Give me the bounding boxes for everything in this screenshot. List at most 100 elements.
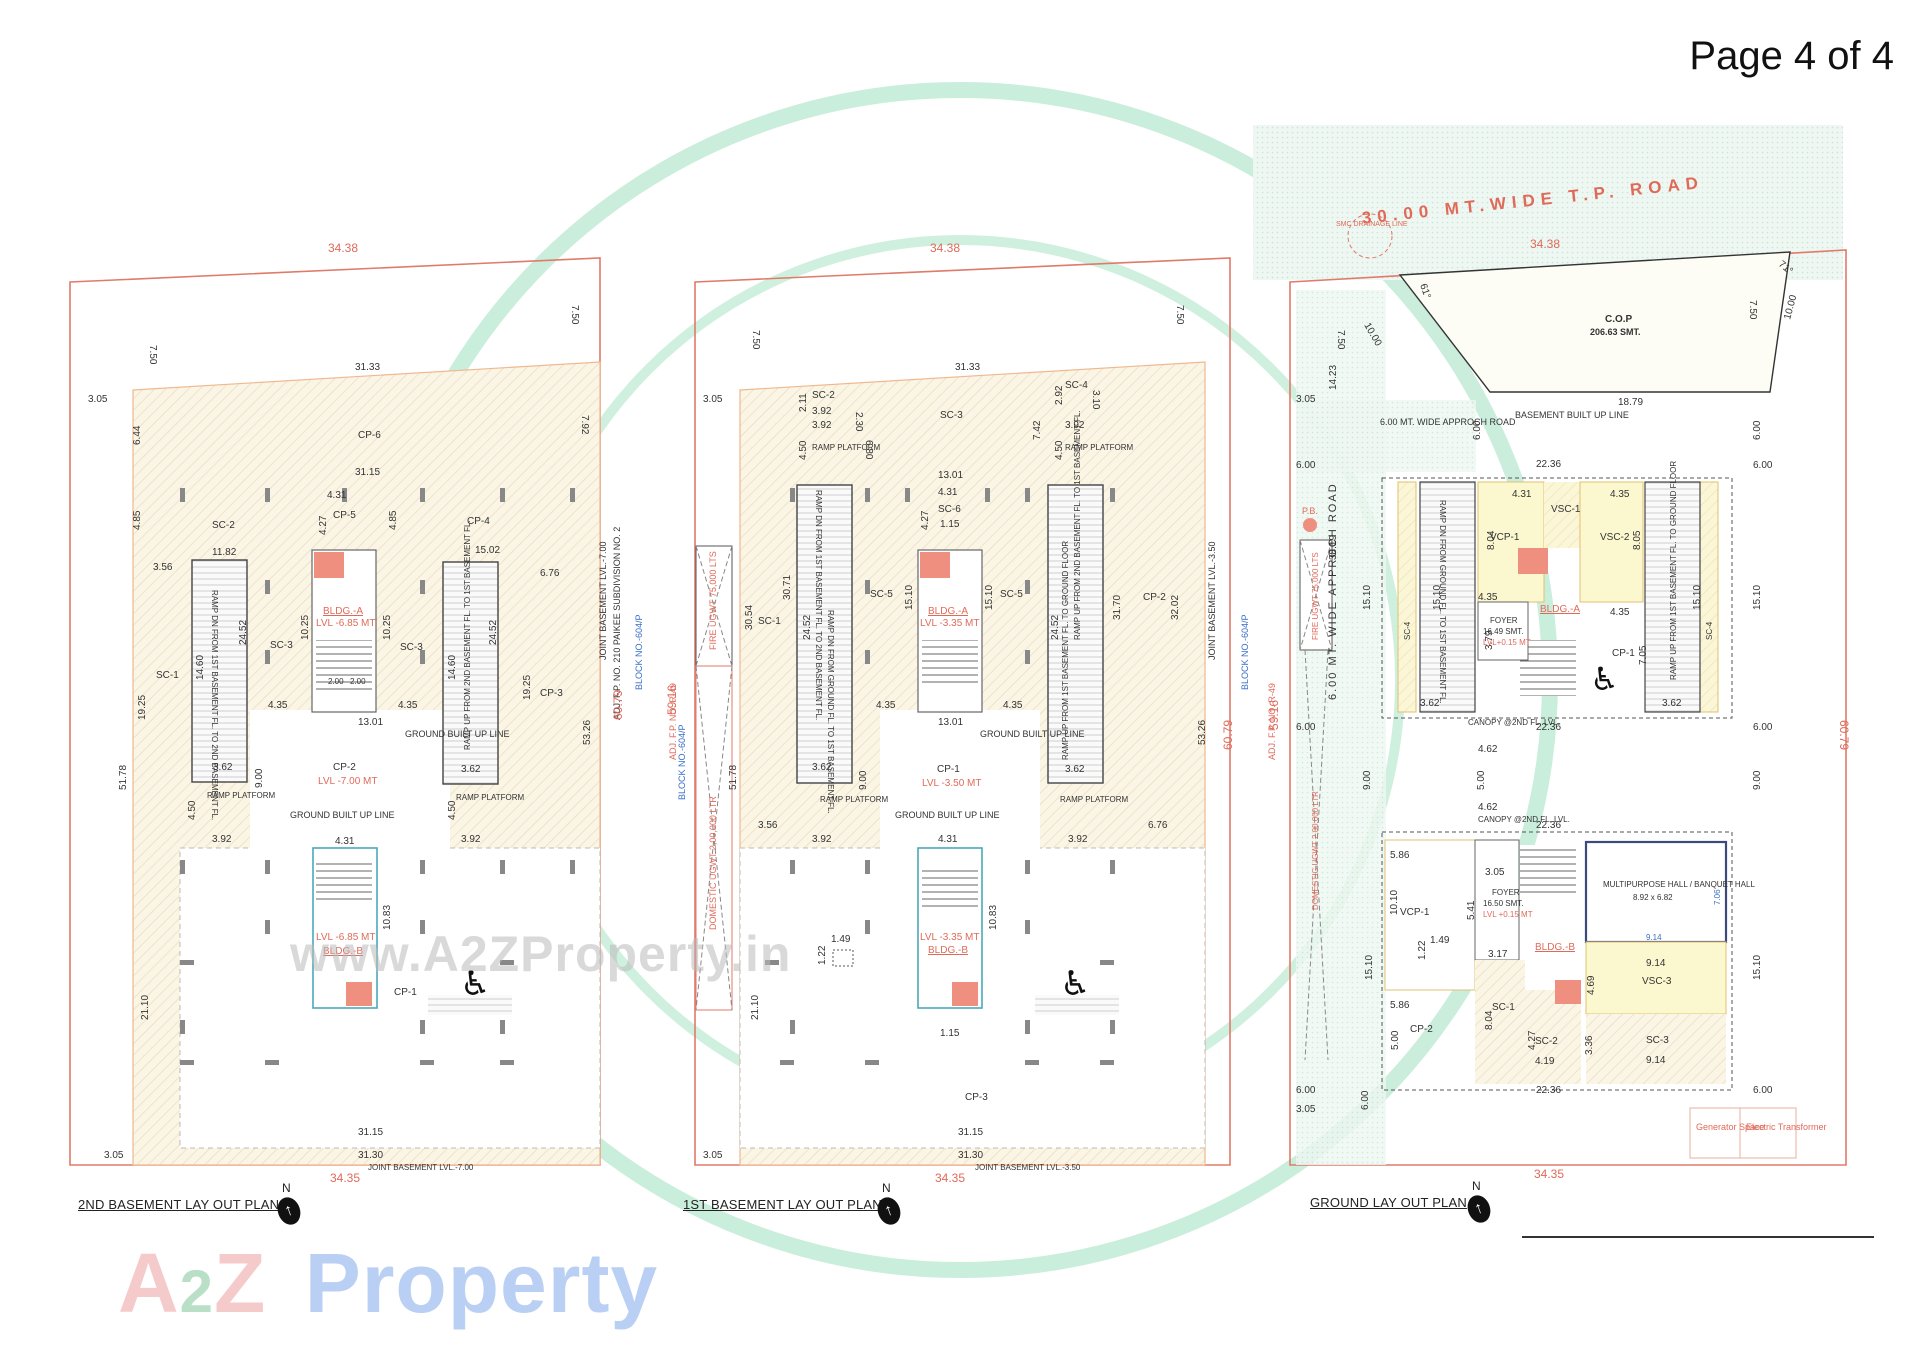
svg-text:3.36: 3.36 [1584,1035,1595,1055]
svg-text:MULTIPURPOSE HALL / BANQUET HA: MULTIPURPOSE HALL / BANQUET HALL [1603,880,1755,889]
svg-text:38.19: 38.19 [1328,535,1339,560]
svg-text:SC-5: SC-5 [1000,589,1023,600]
svg-text:VSC-2: VSC-2 [1600,532,1630,543]
svg-text:59.16: 59.16 [1267,700,1281,730]
svg-text:LVL +0.15 MT: LVL +0.15 MT [1483,910,1533,919]
svg-text:6.00: 6.00 [1753,460,1773,471]
north-arrow-2nd-basement: N ↑ [273,1181,305,1228]
svg-text:BLDG.-B: BLDG.-B [323,946,363,957]
svg-text:15.10: 15.10 [1432,585,1443,610]
svg-text:31.33: 31.33 [955,362,980,373]
svg-text:9.14: 9.14 [1646,958,1666,969]
svg-text:RAMP DN FROM GROUND FL. TO 1ST: RAMP DN FROM GROUND FL. TO 1ST BASEMENT … [1438,500,1447,704]
svg-text:53.26: 53.26 [582,720,593,745]
svg-text:10.00: 10.00 [1782,293,1799,320]
accessible-parking-icon: ♿ [1590,660,1619,698]
svg-text:CP-3: CP-3 [965,1092,988,1103]
svg-text:1.22: 1.22 [817,945,828,965]
svg-text:Electric Transformer: Electric Transformer [1746,1122,1827,1132]
svg-text:60.79: 60.79 [1221,720,1235,750]
svg-text:3.92: 3.92 [812,406,832,417]
svg-text:15.02: 15.02 [475,545,500,556]
svg-text:BLDG.-A: BLDG.-A [1540,604,1580,615]
svg-text:2.00: 2.00 [350,677,366,686]
svg-text:10.83: 10.83 [988,905,999,930]
svg-text:BLDG.-B: BLDG.-B [1535,942,1575,953]
svg-text:CP-4: CP-4 [467,516,490,527]
svg-text:7.50: 7.50 [569,305,580,325]
svg-text:8.04: 8.04 [1486,530,1497,550]
accessible-parking-icon: ♿ [460,964,490,1004]
svg-text:CP-1: CP-1 [394,987,417,998]
svg-text:ADJ. F.P. NO. R-49: ADJ. F.P. NO. R-49 [668,683,678,760]
svg-text:32.02: 32.02 [1170,595,1181,620]
svg-text:CP-3: CP-3 [540,688,563,699]
svg-text:4.85: 4.85 [388,510,399,530]
svg-text:7.50: 7.50 [1747,300,1758,320]
svg-text:GROUND BUILT UP LINE: GROUND BUILT UP LINE [290,810,395,820]
svg-text:3.62: 3.62 [812,762,832,773]
svg-text:4.27: 4.27 [318,515,329,535]
svg-text:4.31: 4.31 [938,834,958,845]
svg-text:SC-6: SC-6 [938,504,961,515]
svg-text:RAMP DN FROM 1ST BASEMENT FL.: RAMP DN FROM 1ST BASEMENT FL. TO 2ND BAS… [210,590,219,820]
svg-text:ADJ. F.P. NO. R-49: ADJ. F.P. NO. R-49 [1267,683,1277,760]
svg-text:3.05: 3.05 [1296,394,1316,405]
svg-text:8.04: 8.04 [1484,1010,1495,1030]
svg-text:4.35: 4.35 [268,700,288,711]
svg-text:VCP-1: VCP-1 [1490,532,1520,543]
svg-text:2.92: 2.92 [1054,385,1065,405]
svg-text:VSC-3: VSC-3 [1642,976,1672,987]
svg-text:P.B.: P.B. [1302,506,1318,516]
svg-text:4.62: 4.62 [1478,802,1498,813]
svg-text:7.50: 7.50 [147,345,158,365]
svg-text:6.00 MT. WIDE APPROCH ROAD: 6.00 MT. WIDE APPROCH ROAD [1327,482,1339,700]
north-arrow-icon: ↑ [273,1194,305,1228]
svg-text:30.71: 30.71 [782,575,793,600]
svg-text:1.49: 1.49 [831,934,851,945]
svg-text:SC-3: SC-3 [1646,1035,1669,1046]
svg-text:31.15: 31.15 [358,1127,383,1138]
svg-text:SC-2: SC-2 [1535,1036,1558,1047]
svg-text:CP-1: CP-1 [937,764,960,775]
svg-text:7.50: 7.50 [1335,330,1346,350]
svg-text:4.62: 4.62 [1478,744,1498,755]
svg-text:15.10: 15.10 [1752,585,1763,610]
svg-text:3.92: 3.92 [212,834,232,845]
svg-text:4.50: 4.50 [1054,440,1065,460]
svg-text:RAMP UP FROM 1ST BASEMENT FL.: RAMP UP FROM 1ST BASEMENT FL. TO GROUND … [1669,461,1678,680]
svg-text:34.35: 34.35 [1534,1167,1564,1181]
svg-text:JOINT BASEMENT LVL.-3.50: JOINT BASEMENT LVL.-3.50 [975,1163,1081,1172]
svg-text:19.25: 19.25 [137,695,148,720]
north-arrow-ground: N ↑ [1463,1179,1495,1226]
svg-text:LVL -6.85 MT: LVL -6.85 MT [316,618,375,629]
brand-watermark: A2Z Property [118,1236,659,1330]
svg-text:3.62: 3.62 [213,762,233,773]
svg-text:RAMP PLATFORM: RAMP PLATFORM [456,793,524,802]
svg-text:CP-6: CP-6 [358,430,381,441]
signature-line [1522,1236,1874,1238]
svg-text:5.00: 5.00 [1476,770,1487,790]
svg-text:53.26: 53.26 [1197,720,1208,745]
svg-text:3.62: 3.62 [1662,698,1682,709]
svg-text:BLDG.-B: BLDG.-B [928,945,968,956]
svg-text:8.92 x 6.82: 8.92 x 6.82 [1633,893,1673,902]
svg-text:2.11: 2.11 [798,393,809,412]
svg-text:6.00: 6.00 [1296,460,1316,471]
svg-text:SC-3: SC-3 [270,640,293,651]
svg-text:SC-4: SC-4 [1065,380,1088,391]
svg-text:4.27: 4.27 [1527,1030,1538,1050]
svg-text:9.14: 9.14 [1646,1055,1666,1066]
svg-text:VCP-1: VCP-1 [1400,907,1430,918]
north-arrow-icon: ↑ [1463,1192,1495,1226]
svg-text:14.60: 14.60 [195,655,206,680]
svg-text:4.35: 4.35 [1610,489,1630,500]
svg-text:15.10: 15.10 [1752,955,1763,980]
svg-text:1.49: 1.49 [1430,935,1450,946]
svg-text:60.79: 60.79 [611,690,625,720]
svg-text:5.41: 5.41 [1466,900,1477,920]
svg-text:3.05: 3.05 [88,394,108,405]
svg-text:3.79: 3.79 [1484,630,1495,650]
svg-text:13.01: 13.01 [938,717,963,728]
svg-text:4.50: 4.50 [798,440,809,460]
